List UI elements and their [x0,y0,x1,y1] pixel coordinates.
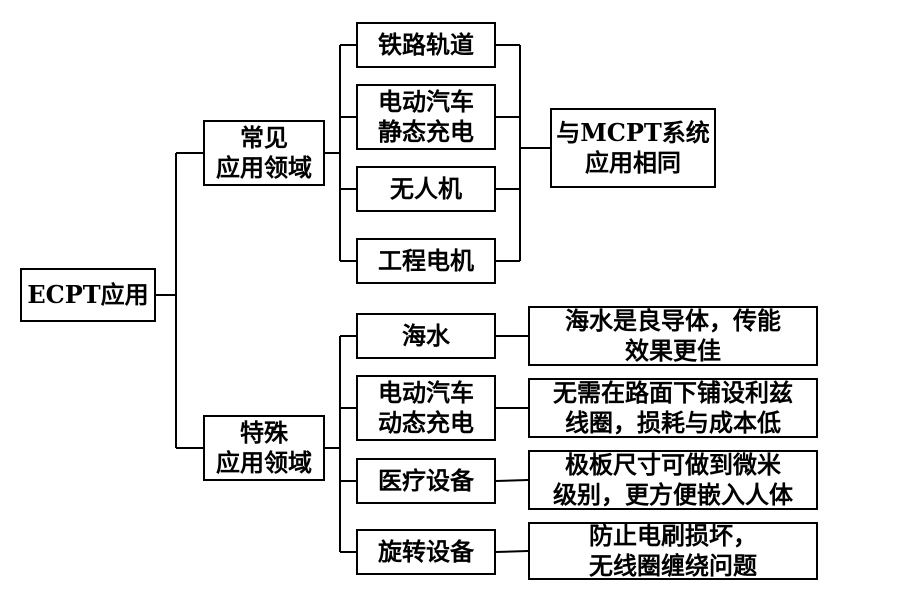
common-shared-note: 与MCPT系统 应用相同 [550,108,716,188]
connector-special-note-3 [495,550,529,553]
special-item-rotating-device: 旋转设备 [356,529,496,575]
common-item-drone: 无人机 [356,166,496,212]
group-common-node: 常见 应用领域 [203,120,325,186]
special-note-medical: 极板尺寸可做到微米 级别，更方便嵌入人体 [528,450,818,510]
common-item-railway: 铁路轨道 [356,22,496,68]
special-note-ev-dynamic: 无需在路面下铺设利兹 线圈，损耗与成本低 [528,378,818,438]
special-item-medical-device: 医疗设备 [356,458,496,504]
common-item-ev-static-charging: 电动汽车 静态充电 [356,84,496,150]
special-item-seawater: 海水 [356,313,496,359]
connector-special-note-2 [495,479,529,482]
root-node: ECPT应用 [20,268,156,322]
special-note-rotating: 防止电刷损坏， 无线圈缠绕问题 [528,521,818,580]
group-special-node: 特殊 应用领域 [203,415,325,481]
common-item-engineering-motor: 工程电机 [356,238,496,284]
special-item-ev-dynamic-charging: 电动汽车 动态充电 [356,375,496,441]
special-note-seawater: 海水是良导体，传能 效果更佳 [528,306,818,366]
